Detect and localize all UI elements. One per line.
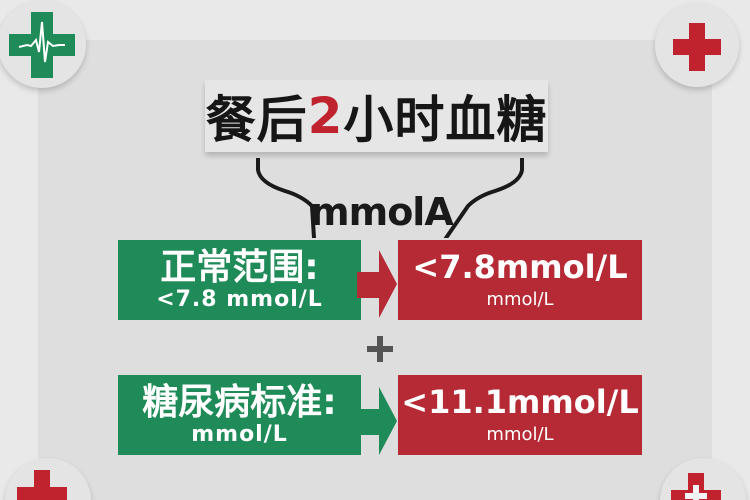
plus-icon bbox=[367, 336, 393, 362]
red-cross-icon bbox=[673, 23, 721, 71]
diabetes-standard-unit: mmol/L bbox=[191, 422, 288, 448]
title-suffix: 小时血糖 bbox=[343, 91, 548, 149]
red-cross-icon bbox=[671, 473, 721, 500]
arrow-right-icon bbox=[357, 250, 397, 318]
diabetes-standard-result-unit: mmol/L bbox=[486, 424, 554, 446]
red-cross-icon bbox=[17, 470, 67, 500]
arrow-right-icon bbox=[357, 387, 397, 455]
title-accent-number: 2 bbox=[307, 87, 344, 145]
medical-cross-ecg-icon bbox=[9, 12, 75, 78]
normal-range-result-value: <7.8mmol/L bbox=[412, 247, 628, 286]
normal-range-result-unit: mmol/L bbox=[486, 289, 554, 311]
normal-range-result-box: <7.8mmol/L mmol/L bbox=[398, 240, 642, 320]
diabetes-standard-box: 糖尿病标准: mmol/L bbox=[118, 375, 361, 455]
red-cross-badge-top-right bbox=[655, 3, 739, 87]
normal-range-value: <7.8 mmol/L bbox=[156, 287, 323, 313]
normal-range-label: 正常范围: bbox=[160, 246, 319, 288]
brace-connector-icon bbox=[256, 158, 524, 238]
diabetes-standard-result-value: <11.1mmol/L bbox=[401, 382, 639, 421]
brace-unit-label: mmolA bbox=[310, 190, 454, 234]
medical-cross-ecg-badge bbox=[0, 0, 86, 88]
diabetes-standard-label: 糖尿病标准: bbox=[142, 381, 337, 423]
diabetes-standard-result-box: <11.1mmol/L mmol/L bbox=[398, 375, 642, 455]
normal-range-box: 正常范围: <7.8 mmol/L bbox=[118, 240, 361, 320]
title-prefix: 餐后 bbox=[205, 91, 308, 149]
